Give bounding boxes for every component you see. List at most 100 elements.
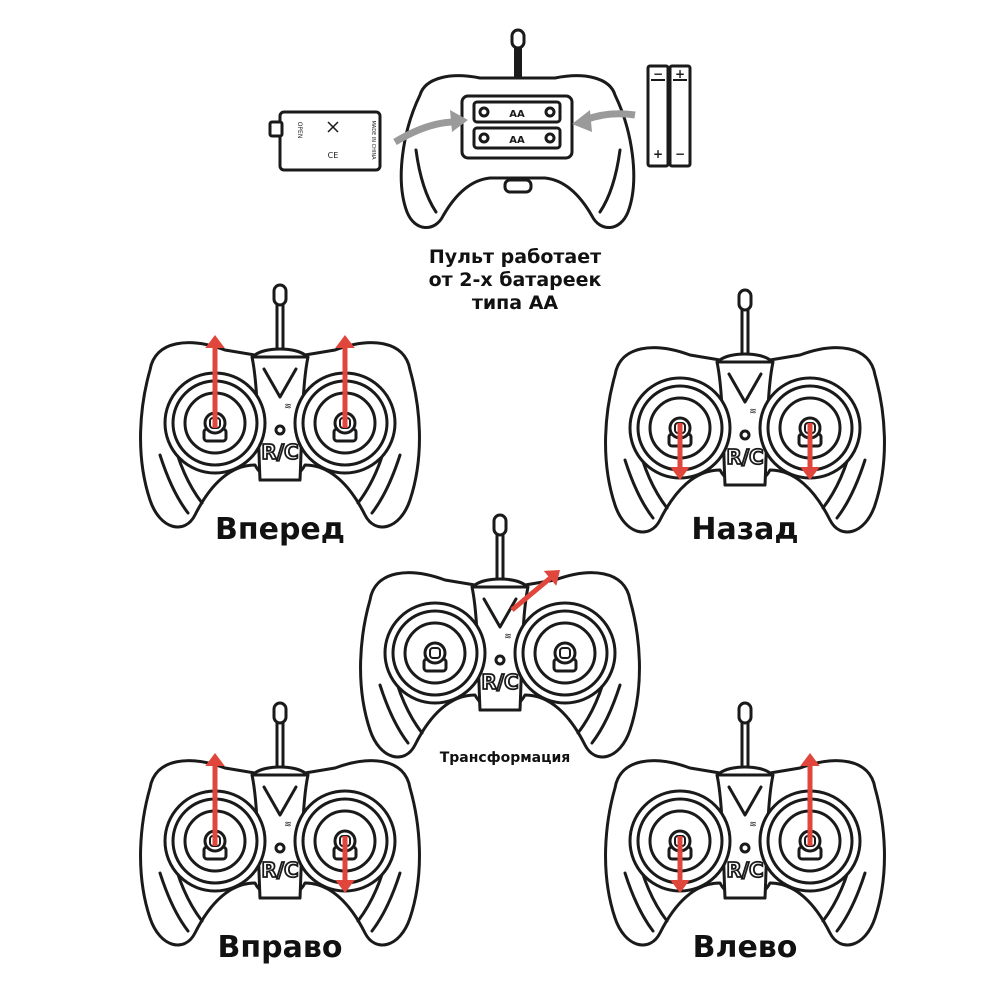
battery-cover <box>278 110 382 172</box>
grip-line <box>623 458 655 520</box>
joystick-knob <box>553 641 577 665</box>
minus-terminal-icon <box>544 106 556 118</box>
joystick-knob-grip <box>559 647 571 659</box>
controller-forward: ≋ R/C <box>139 283 421 529</box>
center-panel <box>250 355 310 482</box>
antenna-tip <box>737 288 753 312</box>
recycle-bin-icon <box>327 121 339 133</box>
grip-line <box>623 871 655 933</box>
arrow-head <box>335 335 355 348</box>
minus-terminal-icon <box>478 132 490 144</box>
insert-arrow <box>393 118 456 146</box>
power-led <box>274 424 286 436</box>
power-led <box>494 654 506 666</box>
made-in-china-label: MADE IN CHINA <box>370 120 376 160</box>
grip-line <box>835 458 867 520</box>
arrow-right-down <box>800 423 820 480</box>
insert-arrow-head <box>572 110 592 132</box>
aa-battery <box>668 64 692 168</box>
arrow-right-down <box>335 836 355 893</box>
brand-logo: ≋ <box>504 632 512 642</box>
label-right: Вправо <box>217 930 343 965</box>
grip-line <box>835 871 867 933</box>
battery-terminal-sign: − <box>653 67 663 81</box>
rc-label: R/C <box>481 670 518 694</box>
plus-terminal-icon <box>544 132 556 144</box>
battery-terminal-sign: + <box>653 147 663 161</box>
arrow-head <box>335 880 355 893</box>
controller-left: ≋ R/C <box>604 701 886 947</box>
ce-mark-label: CE <box>328 151 339 160</box>
brand-logo: ≋ <box>749 820 757 830</box>
arrow-head <box>800 467 820 480</box>
battery-caption-line-3: типа АА <box>471 292 559 314</box>
rc-label: R/C <box>726 445 763 469</box>
arrow-head <box>800 753 820 766</box>
label-left: Влево <box>692 930 798 965</box>
grip-line <box>158 453 190 515</box>
battery-caption-line-1: Пульт работает <box>428 246 602 268</box>
arrow-left-down <box>670 423 690 480</box>
battery-slot-label: AA <box>509 135 525 146</box>
center-panel <box>715 360 775 487</box>
clip-tab <box>503 178 533 194</box>
power-led <box>274 842 286 854</box>
antenna-tip <box>737 701 753 725</box>
label-forward: Вперед <box>215 512 345 547</box>
v-mark <box>727 372 763 404</box>
antenna-tip <box>510 28 526 50</box>
battery-caption-line-2: от 2-х батареек <box>428 269 602 291</box>
arrow-head <box>205 335 225 348</box>
v-mark <box>262 367 298 399</box>
arrow-left-down <box>670 836 690 893</box>
controller-backward: ≋ R/C <box>604 288 886 534</box>
grip-line <box>414 148 438 214</box>
antenna-tip <box>272 701 288 725</box>
antenna-tip <box>492 513 508 537</box>
joystick-knob-grip <box>429 647 441 659</box>
battery-slot <box>472 126 562 150</box>
power-led <box>739 429 751 441</box>
insert-arrow-head <box>450 110 468 132</box>
v-mark <box>727 785 763 817</box>
arrow-head <box>670 467 690 480</box>
power-led <box>739 842 751 854</box>
grip-line <box>590 683 622 745</box>
joystick-knob <box>423 641 447 665</box>
arrow-head <box>543 570 560 586</box>
center-panel <box>250 773 310 900</box>
rc-label: R/C <box>261 440 298 464</box>
battery-cover-latch <box>268 120 284 138</box>
center-panel <box>715 773 775 900</box>
grip-line <box>370 453 402 515</box>
grip-line <box>370 871 402 933</box>
arrow-left-up <box>205 753 225 846</box>
brand-logo: ≋ <box>284 402 292 412</box>
label-transform: Трансформация <box>439 750 571 766</box>
v-mark <box>262 785 298 817</box>
rc-label: R/C <box>261 858 298 882</box>
arrow-left-up <box>205 335 225 428</box>
arrow-head <box>670 880 690 893</box>
antenna-tip <box>272 283 288 307</box>
plus-terminal-icon <box>478 106 490 118</box>
arrow-center-up-right <box>510 570 560 612</box>
arrow-right-up <box>800 753 820 846</box>
arrow-right-up <box>335 335 355 428</box>
grip-line <box>598 148 622 214</box>
aa-battery <box>646 64 670 168</box>
arrow-head <box>205 753 225 766</box>
battery-slot-label: AA <box>509 109 525 120</box>
controller-transform: ≋ R/C <box>359 513 641 759</box>
brand-logo: ≋ <box>749 407 757 417</box>
label-backward: Назад <box>691 512 799 547</box>
grip-line <box>158 871 190 933</box>
battery-caption: Пульт работает от 2-х батареек типа АА <box>390 246 640 315</box>
open-label: OPEN <box>296 122 303 139</box>
battery-terminal-sign: + <box>675 67 685 81</box>
arrow-shaft <box>510 576 552 612</box>
rc-label: R/C <box>726 858 763 882</box>
